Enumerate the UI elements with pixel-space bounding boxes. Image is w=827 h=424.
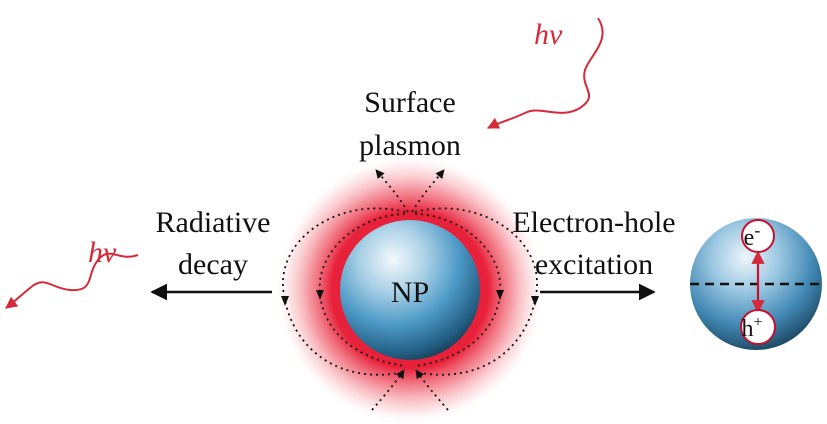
incoming-photon-label: hν (534, 18, 563, 51)
electron-marker (741, 219, 775, 253)
surface-plasmon-line1: Surface (364, 86, 456, 119)
np-label: NP (391, 276, 429, 309)
field-line-top-right (411, 169, 445, 213)
electron-hole-line2: excitation (535, 248, 653, 281)
field-line-arrowheads (281, 290, 539, 306)
hole-base: h (741, 316, 753, 342)
field-line-top-left (375, 169, 409, 213)
surface-plasmon-line2: plasmon (359, 129, 461, 162)
electron-symbol: e- (744, 220, 761, 251)
electron-base: e (744, 225, 755, 251)
incoming-photon-wave (486, 17, 604, 129)
radiative-decay-line1: Radiative (156, 206, 271, 239)
field-lines (282, 169, 538, 411)
radiative-decay-line2: decay (178, 248, 248, 281)
hole-symbol: h+ (741, 314, 762, 342)
electron-sup: - (754, 220, 760, 240)
arrowhead-right-outer (531, 296, 539, 306)
electron-hole-line1: Electron-hole (512, 206, 675, 239)
arrowhead-left-inner (316, 290, 324, 300)
outgoing-photon-label: hν (88, 236, 117, 269)
arrowhead-right-inner (496, 290, 504, 300)
arrowhead-left-outer (281, 296, 289, 306)
outgoing-photon-wave (5, 252, 139, 309)
hole-marker (740, 309, 776, 345)
nanoparticle (340, 220, 480, 360)
hole-sup: + (753, 314, 762, 331)
